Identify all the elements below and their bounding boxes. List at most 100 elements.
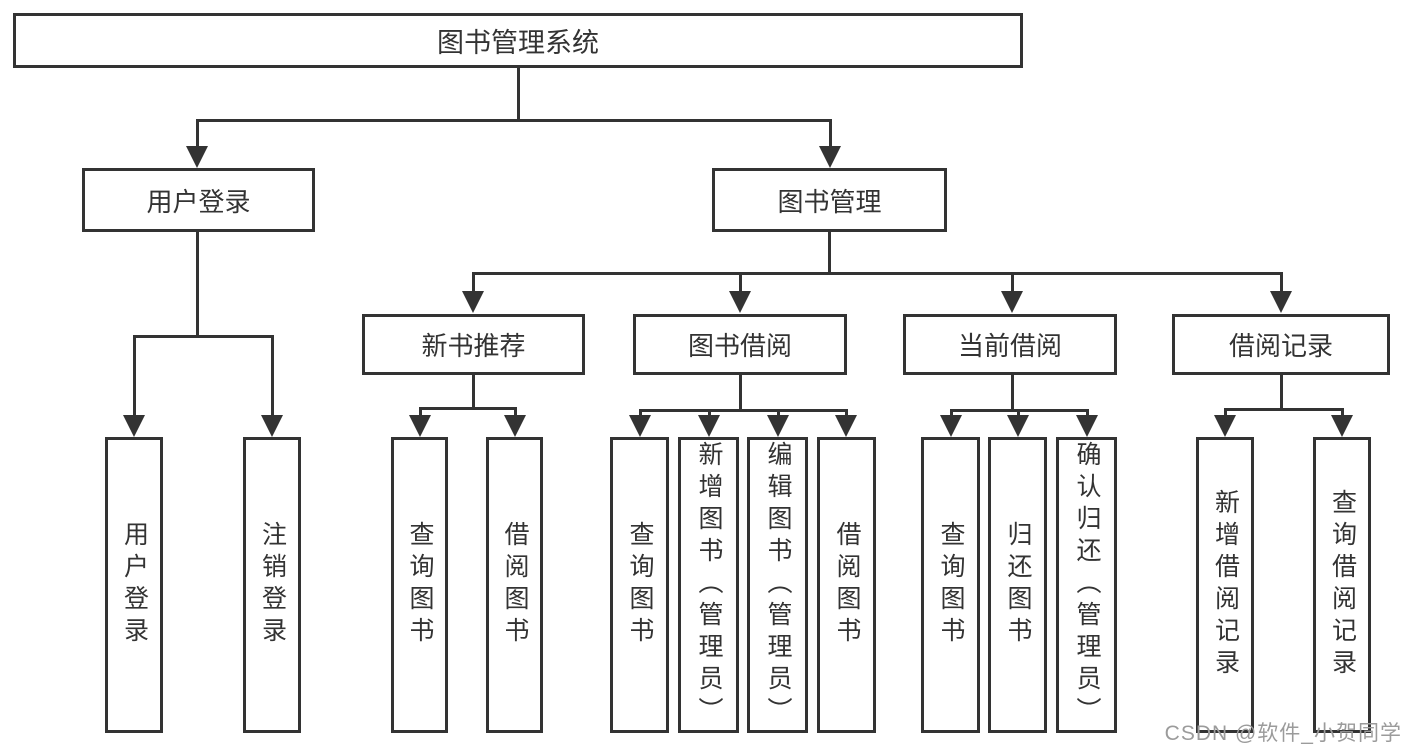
connector-user-bar [133,335,274,338]
arrow-head-icon [729,291,751,313]
arrow-stem [845,409,848,417]
connector-borrow-trunk [739,375,742,409]
arrow-head-icon [1214,415,1236,437]
connector-user-trunk [196,232,199,335]
connector-level2-bar [197,119,831,122]
arrow-to-current-borrow [1001,272,1023,313]
leaf-label: 用户登录 [120,521,149,649]
arrow-head-icon [698,415,720,437]
node-borrow-records: 借阅记录 [1172,314,1390,375]
arrow-stem [472,272,475,293]
connector-records-bar [1224,408,1343,411]
leaf-user-login: 用户登录 [105,437,163,733]
node-label: 图书借阅 [687,331,792,361]
arrow-to-borrow-records [1270,272,1292,313]
arrow-recommend-leaf-1 [409,407,431,437]
arrow-stem [271,335,274,417]
arrow-records-leaf-1 [1214,408,1236,437]
arrow-head-icon [940,415,962,437]
arrow-head-icon [1076,415,1098,437]
arrow-borrow-leaf-2 [698,409,720,437]
arrow-stem [196,119,199,148]
arrow-borrow-leaf-3 [767,409,789,437]
arrow-stem [133,335,136,417]
arrow-recommend-leaf-2 [504,407,526,437]
node-label: 用户登录 [146,186,251,217]
arrow-head-icon [819,146,841,168]
connector-recommend-bar [419,407,516,410]
arrow-head-icon [409,415,431,437]
leaf-records-add-record: 新增借阅记录 [1196,437,1254,733]
node-new-book-recommend: 新书推荐 [362,314,585,375]
arrow-head-icon [1007,415,1029,437]
arrow-stem [1011,272,1014,293]
node-book-management: 图书管理 [712,168,947,232]
arrow-stem [639,409,642,417]
leaf-label: 归还图书 [1004,521,1032,649]
node-current-borrowing: 当前借阅 [903,314,1117,375]
node-book-borrowing: 图书借阅 [633,314,847,375]
connector-borrow-bar [639,409,847,412]
arrow-stem [1086,409,1089,417]
node-label: 图书管理系统 [437,28,599,58]
arrow-stem [1341,408,1344,417]
connector-records-trunk [1280,375,1283,408]
arrow-head-icon [186,146,208,168]
node-label: 当前借阅 [957,331,1062,361]
arrow-stem [950,409,953,417]
leaf-label: 新增借阅记录 [1211,489,1240,681]
connector-current-trunk [1011,375,1014,409]
arrow-stem [1017,409,1020,417]
leaf-borrow-borrow-books: 借阅图书 [817,437,876,733]
arrow-stem [708,409,711,417]
node-user-login: 用户登录 [82,168,315,232]
arrow-to-leaf-logout [261,335,283,437]
connector-mgmt-trunk [828,232,831,272]
arrow-stem [1280,272,1283,293]
connector-recommend-trunk [472,375,475,407]
arrow-borrow-leaf-1 [629,409,651,437]
node-root-system: 图书管理系统 [13,13,1023,68]
arrow-head-icon [835,415,857,437]
leaf-label: 借阅图书 [501,521,529,649]
leaf-borrow-query-books: 查询图书 [610,437,669,733]
arrow-head-icon [123,415,145,437]
arrow-current-leaf-2 [1007,409,1029,437]
leaf-current-query-books: 查询图书 [921,437,980,733]
arrow-to-book-mgmt [819,119,841,168]
arrow-head-icon [1001,291,1023,313]
arrow-stem [739,272,742,293]
arrow-records-leaf-2 [1331,408,1353,437]
leaf-label: 借阅图书 [833,521,861,649]
csdn-watermark: CSDN @软件_小贺同学 [1164,722,1402,745]
leaf-logout: 注销登录 [243,437,301,733]
arrow-stem [419,407,422,417]
leaf-current-return-books: 归还图书 [988,437,1047,733]
node-label: 新书推荐 [421,331,526,361]
arrow-current-leaf-1 [940,409,962,437]
connector-level3-bar [472,272,1282,275]
leaf-recommend-query-books: 查询图书 [391,437,448,733]
node-label: 图书管理 [777,186,882,217]
arrow-head-icon [767,415,789,437]
leaf-recommend-borrow-books: 借阅图书 [486,437,543,733]
arrow-stem [1224,408,1227,417]
arrow-borrow-leaf-4 [835,409,857,437]
leaf-records-query-record: 查询借阅记录 [1313,437,1371,733]
leaf-label: 查询图书 [937,521,965,649]
arrow-to-leaf-user-login [123,335,145,437]
arrow-head-icon [1331,415,1353,437]
leaf-label: 注销登录 [258,521,287,649]
arrow-stem [514,407,517,417]
arrow-stem [829,119,832,148]
arrow-head-icon [462,291,484,313]
arrow-head-icon [504,415,526,437]
leaf-label: 查询图书 [626,521,654,649]
arrow-head-icon [1270,291,1292,313]
leaf-label: 查询借阅记录 [1328,489,1357,681]
leaf-current-confirm-return-admin: 确认归还（管理员） [1056,437,1117,733]
leaf-label: 查询图书 [406,521,434,649]
node-label: 借阅记录 [1228,331,1333,361]
arrow-head-icon [261,415,283,437]
